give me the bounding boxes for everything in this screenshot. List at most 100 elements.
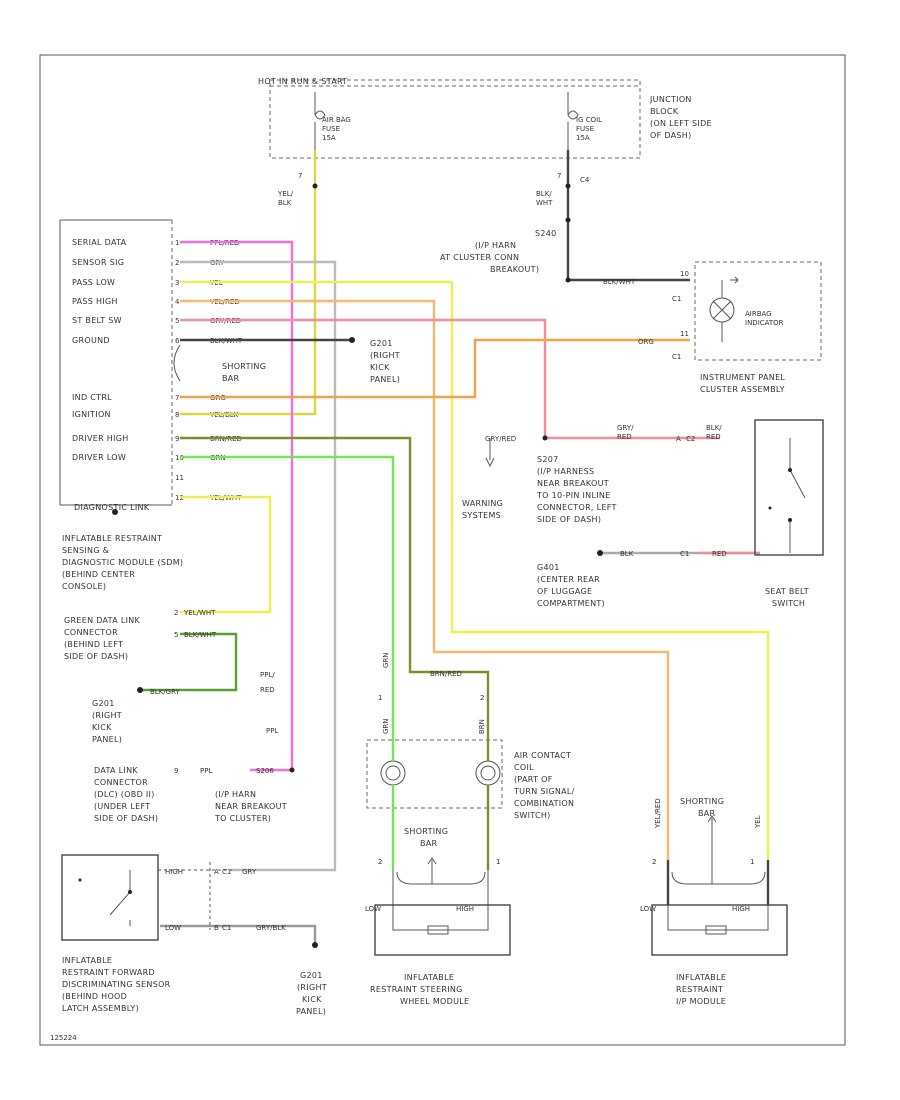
fwd-low: LOW — [165, 924, 181, 932]
coil-label-4: TURN SIGNAL/ — [513, 787, 575, 796]
dlc-upper-title-3: (BEHIND LEFT — [64, 640, 123, 649]
dlc-lower-s-label-1: (I/P HARN — [215, 790, 256, 799]
svg-text:S240: S240 — [535, 229, 557, 238]
wire-gry — [180, 260, 337, 872]
sdm-pin-number: 10 — [175, 454, 184, 462]
pass-title-1: INFLATABLE — [676, 973, 726, 982]
s207-label-5: CONNECTOR, LEFT — [537, 503, 617, 512]
wire-brn-red — [180, 436, 490, 700]
s207-wire-in: GRY/RED — [485, 435, 516, 443]
coil-wire-down-b: BRN — [478, 719, 486, 734]
svg-text:G201: G201 — [300, 971, 323, 980]
sdm-pin-label: SERIAL DATA — [72, 238, 127, 247]
dlc-lower-wire-a-2: RED — [260, 686, 275, 694]
sdm-pin-label: SENSOR SIG — [72, 258, 124, 267]
dlc-upper-title-2: CONNECTOR — [64, 628, 118, 637]
steering-title-3: WHEEL MODULE — [400, 997, 469, 1006]
junction-block: HOT IN RUN & START AIR BAG FUSE 15A IG C… — [258, 77, 712, 207]
forward-sensor: HIGH LOW A B C1 C1 GRY GRY/BLK INFLATABL… — [61, 854, 286, 1013]
sdm-pin-number: 2 — [175, 259, 179, 267]
wire-yel — [180, 280, 770, 860]
wire-ppl-red — [180, 240, 294, 772]
fwd-title-5: LATCH ASSEMBLY) — [62, 1004, 139, 1013]
dlc-lower-s-label-3: TO CLUSTER) — [214, 814, 271, 823]
fwd-c1-top: C1 — [222, 868, 231, 876]
sdm-pin-label: IGNITION — [72, 410, 111, 419]
svg-text:OF LUGGAGE: OF LUGGAGE — [537, 587, 592, 596]
steering-title-2: RESTRAINT STEERING — [370, 985, 463, 994]
pass-pin-l: 2 — [652, 858, 656, 866]
s207-label-2: (I/P HARNESS — [537, 467, 594, 476]
g201-top: G201 (RIGHT KICK PANEL) — [370, 339, 400, 384]
seat-belt-title-1: SEAT BELT — [765, 587, 809, 596]
steering-pin-r: 1 — [496, 858, 500, 866]
ig-coil-fuse-rating: 15A — [576, 134, 590, 142]
sdm-pin-label: DRIVER HIGH — [72, 434, 129, 443]
coil-wire-b: BRN/RED — [430, 670, 462, 678]
g201-mid-label-3: KICK — [92, 723, 112, 732]
sdm-pin-number: 7 — [175, 394, 179, 402]
green-data-link-connector: 2 YEL/WHT 5 BLK/WHT GREEN DATA LINK CONN… — [64, 609, 217, 661]
sdm-pin-number: 9 — [175, 435, 179, 443]
fwd-high: HIGH — [165, 868, 183, 876]
steering-high: HIGH — [456, 905, 474, 913]
seat-belt-wire-gnd-b: RED — [712, 550, 727, 558]
dlc-lower-wire-a-1: PPL/ — [260, 671, 275, 679]
dlc-upper-pin-2: 2 — [174, 609, 178, 617]
steering-title-1: INFLATABLE — [404, 973, 454, 982]
coil-label-1: AIR CONTACT — [514, 751, 571, 760]
dlc-lower-pin: 9 — [174, 767, 178, 775]
air-bag-fuse-label: AIR BAG — [322, 116, 351, 124]
dlc-lower-label-2: CONNECTOR — [94, 778, 148, 787]
seat-belt-wire-gnd-a: BLK — [620, 550, 634, 558]
wires — [140, 150, 770, 945]
pass-title-2: RESTRAINT — [676, 985, 723, 994]
fwd-pin-b: B — [214, 924, 219, 932]
cluster-wire-bot: ORG — [638, 338, 654, 346]
pass-low: LOW — [640, 905, 656, 913]
ig-coil-fuse-word: FUSE — [576, 125, 594, 133]
svg-text:KICK: KICK — [302, 995, 322, 1004]
junction-block-title-4: OF DASH) — [650, 131, 692, 140]
sdm-pin-label: DRIVER LOW — [72, 453, 126, 462]
air-bag-fuse-word: FUSE — [322, 125, 340, 133]
pass-shorting-1: SHORTING — [680, 797, 724, 806]
g201-mid-wire: BLK/GRY — [150, 688, 180, 696]
jb-c4: C4 — [580, 176, 590, 184]
sdm-title-2: SENSING & — [62, 546, 109, 555]
dlc-lower-label-4: (UNDER LEFT — [94, 802, 150, 811]
fwd-title-4: (BEHIND HOOD — [62, 992, 127, 1001]
jb-pin-left: 7 — [298, 172, 302, 180]
wire-yel-red — [180, 299, 670, 860]
dlc-lower-label-3: (DLC) (OBD II) — [94, 790, 155, 799]
cluster-title-1: INSTRUMENT PANEL — [700, 373, 785, 382]
dlc-lower-s206: S206 — [256, 767, 274, 775]
s207-c-pin: A — [676, 435, 681, 443]
cluster-c1-bot: C1 — [672, 353, 681, 361]
s207-label-1: S207 — [537, 455, 559, 464]
svg-text:WARNING: WARNING — [462, 499, 503, 508]
svg-text:(RIGHT: (RIGHT — [370, 351, 400, 360]
sdm-title-1: INFLATABLE RESTRAINT — [62, 534, 162, 543]
svg-text:(CENTER REAR: (CENTER REAR — [537, 575, 600, 584]
air-bag-fuse-rating: 15A — [322, 134, 336, 142]
cluster-pin-top: 10 — [680, 270, 689, 278]
g401-ground: G401 (CENTER REAR OF LUGGAGE COMPARTMENT… — [537, 563, 605, 608]
wire-gry-red — [180, 318, 720, 440]
cluster-c1-top: C1 — [672, 295, 681, 303]
g201-mid-label-2: (RIGHT — [92, 711, 122, 720]
seat-belt-pin-c1: C1 — [680, 550, 689, 558]
hot-in-run-label: HOT IN RUN & START — [258, 77, 347, 86]
jb-wire-right-1: BLK/ — [536, 190, 552, 198]
coil-label-3: (PART OF — [514, 775, 553, 784]
fwd-wire-bot: GRY/BLK — [256, 924, 286, 932]
svg-text:BREAKOUT): BREAKOUT) — [490, 265, 539, 274]
wire-grn — [180, 455, 395, 700]
seat-belt-wire-in-1: BLK/ — [706, 424, 722, 432]
fwd-wire-top: GRY — [242, 868, 257, 876]
pass-wire-l: YEL/RED — [654, 798, 662, 829]
sdm-pin-label: GROUND — [72, 336, 110, 345]
fwd-title-3: DISCRIMINATING SENSOR — [62, 980, 171, 989]
cluster-title-2: CLUSTER ASSEMBLY — [700, 385, 785, 394]
